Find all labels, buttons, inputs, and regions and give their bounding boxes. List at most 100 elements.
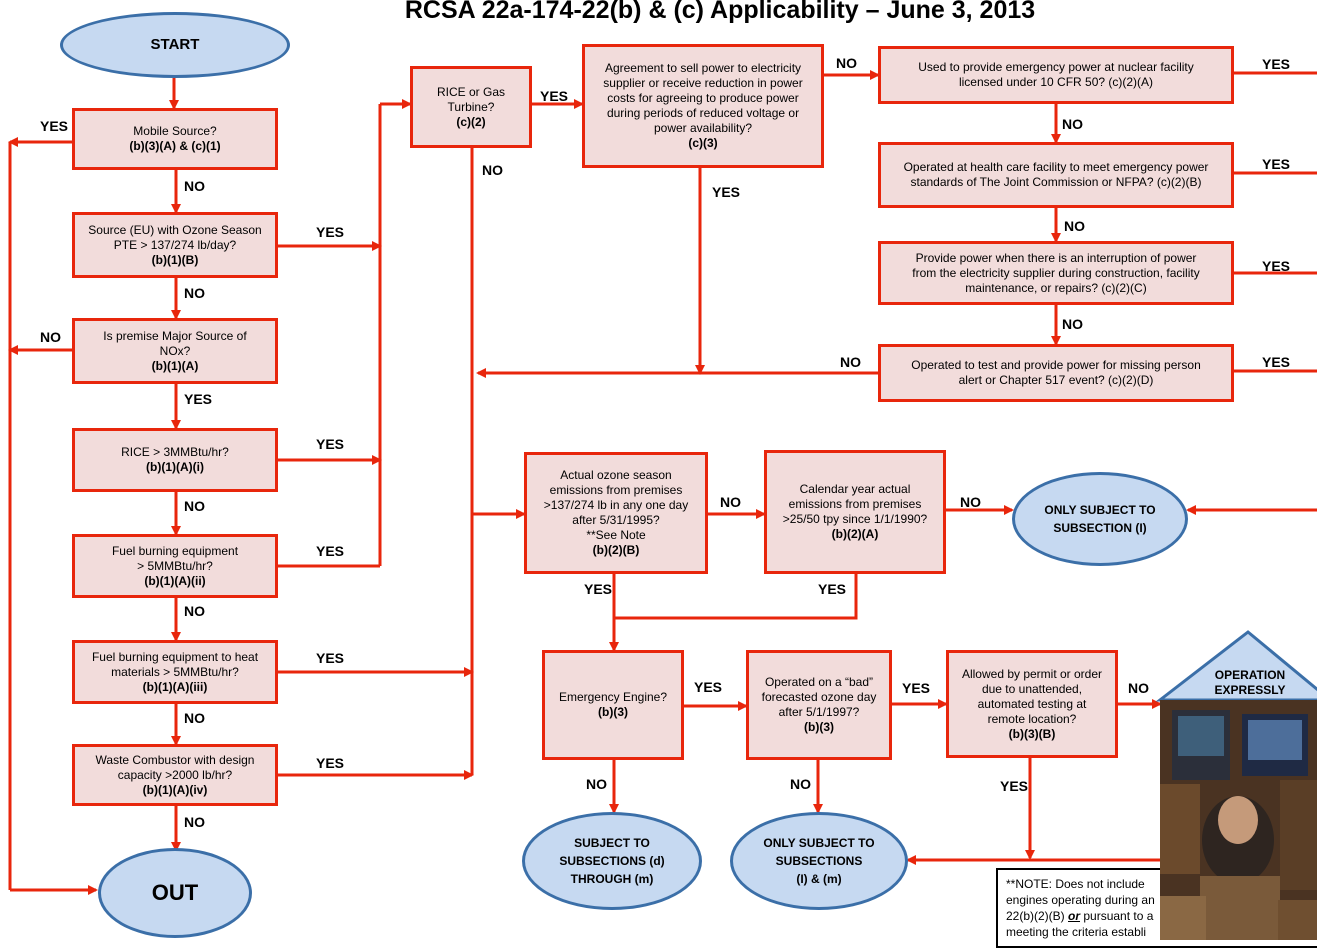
label-emergency-yes: YES bbox=[694, 679, 723, 695]
overlay-photo bbox=[1160, 700, 1317, 940]
rice-gas-line-2: Turbine? bbox=[447, 99, 495, 114]
actual-line-4: after 5/31/1995? bbox=[572, 513, 660, 527]
only-lm-line-2: SUBSECTIONS bbox=[775, 854, 863, 868]
health-line-1: Operated at health care facility to meet… bbox=[903, 160, 1209, 174]
label-interrupt-no: NO bbox=[1062, 316, 1083, 332]
agreement-line-2: supplier or receive reduction in power bbox=[603, 76, 803, 90]
label-emergency-no: NO bbox=[586, 776, 607, 792]
ozone-season-pte-box: Source (EU) with Ozone Season PTE > 137/… bbox=[72, 212, 278, 278]
label-ozone-no: NO bbox=[184, 285, 205, 301]
out-terminal: OUT bbox=[98, 848, 252, 938]
note-line-4: meeting the criteria establi bbox=[1006, 925, 1147, 939]
actual-line-3: >137/274 lb in any one day bbox=[543, 498, 689, 512]
only-i-line-1: ONLY SUBJECT TO bbox=[1044, 503, 1156, 517]
subject-d-m-terminal: SUBJECT TO SUBSECTIONS (d) THROUGH (m) bbox=[522, 812, 702, 910]
label-actual-no: NO bbox=[720, 494, 741, 510]
label-nuclear-yes: YES bbox=[1262, 56, 1291, 72]
label-mobile-no: NO bbox=[184, 178, 205, 194]
diagram-title: RCSA 22a-174-22(b) & (c) Applicability –… bbox=[404, 0, 1036, 24]
actual-line-5: **See Note bbox=[586, 528, 646, 542]
fuel5-code: (b)(1)(A)(ii) bbox=[144, 573, 206, 588]
test-line-1: Operated to test and provide power for m… bbox=[911, 358, 1201, 372]
ozone-pte-code: (b)(1)(B) bbox=[151, 252, 199, 267]
label-ozone-yes: YES bbox=[316, 224, 345, 240]
fuelheat-code: (b)(1)(A)(iii) bbox=[142, 679, 208, 694]
label-rice3-yes: YES bbox=[316, 436, 345, 452]
calendar-line-3: >25/50 tpy since 1/1/1990? bbox=[782, 512, 928, 526]
waste-combustor-box: Waste Combustor with design capacity >20… bbox=[72, 744, 278, 806]
subject-dm-line-3: THROUGH (m) bbox=[570, 872, 654, 886]
actual-line-1: Actual ozone season bbox=[560, 468, 672, 482]
actual-line-2: emissions from premises bbox=[549, 483, 683, 497]
label-nuclear-no: NO bbox=[1062, 116, 1083, 132]
bad-day-code: (b)(3) bbox=[804, 720, 834, 734]
photo-illustration bbox=[1160, 700, 1317, 940]
label-calendar-yes: YES bbox=[818, 581, 847, 597]
label-fuel5-yes: YES bbox=[316, 543, 345, 559]
allowed-line-4: remote location? bbox=[987, 711, 1077, 726]
subject-dm-line-1: SUBJECT TO bbox=[574, 836, 650, 850]
label-test-yes: YES bbox=[1262, 354, 1291, 370]
actual-ozone-box: Actual ozone season emissions from premi… bbox=[524, 452, 708, 574]
label-major-no: NO bbox=[40, 329, 61, 345]
calendar-year-box: Calendar year actual emissions from prem… bbox=[764, 450, 946, 574]
rice-3mmbtu-text: RICE > 3MMBtu/hr? bbox=[121, 445, 229, 459]
ozone-pte-line-2: PTE > 137/274 lb/day? bbox=[113, 237, 237, 252]
operation-line-1: OPERATION bbox=[1214, 668, 1286, 682]
label-interrupt-yes: YES bbox=[1262, 258, 1291, 274]
label-health-yes: YES bbox=[1262, 156, 1291, 172]
bad-day-line-1: Operated on a “bad” bbox=[764, 675, 874, 689]
note-line-3-or: or bbox=[1068, 909, 1081, 923]
nuclear-facility-box: Used to provide emergency power at nucle… bbox=[878, 46, 1234, 104]
allowed-by-permit-box: Allowed by permit or order due to unatte… bbox=[946, 650, 1118, 758]
interrupt-line-1: Provide power when there is an interrupt… bbox=[915, 250, 1197, 265]
allowed-line-3: automated testing at bbox=[977, 696, 1087, 711]
rice-3mmbtu-code: (b)(1)(A)(i) bbox=[146, 460, 204, 474]
major-source-line-2: NOx? bbox=[159, 343, 191, 358]
actual-code: (b)(2)(B) bbox=[592, 543, 640, 557]
label-major-yes: YES bbox=[184, 391, 213, 407]
only-lm-line-1: ONLY SUBJECT TO bbox=[763, 836, 875, 850]
agreement-line-3: costs for agreeing to produce power bbox=[607, 91, 799, 105]
mobile-source-text: Mobile Source? bbox=[133, 124, 217, 138]
agreement-line-5: power availability? bbox=[653, 121, 753, 135]
fuel5-line-2: > 5MMBtu/hr? bbox=[137, 558, 213, 573]
allowed-code: (b)(3)(B) bbox=[1008, 726, 1056, 741]
label-badday-no: NO bbox=[790, 776, 811, 792]
major-source-line-1: Is premise Major Source of bbox=[103, 328, 247, 343]
label-agreement-yes: YES bbox=[712, 184, 741, 200]
start-terminal: START bbox=[60, 12, 290, 78]
emergency-text: Emergency Engine? bbox=[558, 690, 668, 704]
subject-dm-line-2: SUBSECTIONS (d) bbox=[559, 854, 665, 868]
rice-gas-turbine-box: RICE or Gas Turbine? (c)(2) bbox=[410, 66, 532, 148]
start-label: START bbox=[150, 36, 200, 53]
label-allowed-no: NO bbox=[1128, 680, 1149, 696]
agreement-line-4: during periods of reduced voltage or bbox=[606, 106, 800, 120]
only-subsections-l-m-terminal: ONLY SUBJECT TO SUBSECTIONS (I) & (m) bbox=[730, 812, 908, 910]
rice-gas-code: (c)(2) bbox=[456, 114, 486, 129]
bad-day-line-3: after 5/1/1997? bbox=[778, 705, 860, 719]
nuclear-line-1: Used to provide emergency power at nucle… bbox=[918, 60, 1194, 74]
label-rice-gas-yes: YES bbox=[540, 88, 569, 104]
label-allowed-yes: YES bbox=[1000, 778, 1029, 794]
label-health-no: NO bbox=[1064, 218, 1085, 234]
allowed-line-2: due to unattended, bbox=[981, 681, 1083, 696]
fuelheat-line-2: materials > 5MMBtu/hr? bbox=[111, 664, 239, 679]
calendar-line-2: emissions from premises bbox=[788, 497, 922, 511]
fuel-burning-heat-box: Fuel burning equipment to heat materials… bbox=[72, 640, 278, 704]
note-line-3: 22(b)(2)(B) or pursuant to a bbox=[1006, 908, 1316, 924]
out-label: OUT bbox=[151, 880, 199, 905]
label-badday-yes: YES bbox=[902, 680, 931, 696]
test-missing-person-box: Operated to test and provide power for m… bbox=[878, 344, 1234, 402]
label-fuel5-no: NO bbox=[184, 603, 205, 619]
major-source-code: (b)(1)(A) bbox=[151, 358, 199, 373]
note-line-3a: 22(b)(2)(B) bbox=[1006, 909, 1069, 923]
test-line-2: alert or Chapter 517 event? (c)(2)(D) bbox=[958, 373, 1154, 387]
note-line-2: engines operating during an bbox=[1006, 893, 1155, 907]
note-line-1: **NOTE: Does not include bbox=[1006, 877, 1145, 891]
only-lm-line-3: (I) & (m) bbox=[796, 872, 842, 886]
fuel5-line-1: Fuel burning equipment bbox=[111, 543, 239, 558]
waste-line-1: Waste Combustor with design bbox=[95, 752, 255, 767]
interrupt-line-2: from the electricity supplier during con… bbox=[912, 265, 1200, 280]
